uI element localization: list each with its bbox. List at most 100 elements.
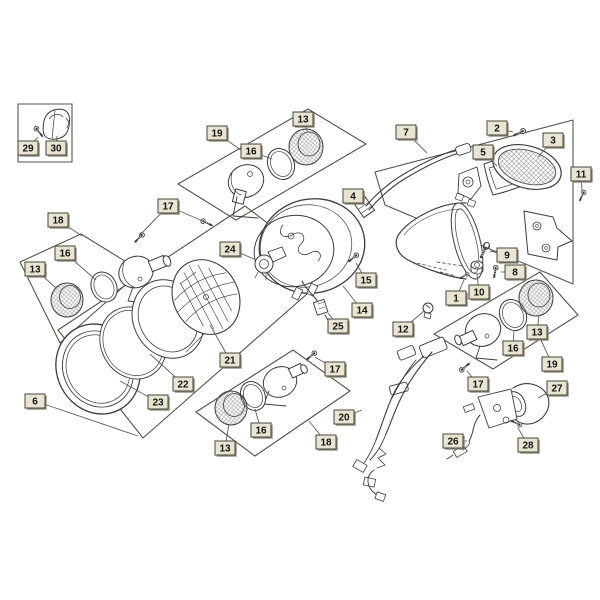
callout-20-number: 20: [338, 413, 350, 424]
callout-22[interactable]: 22: [149, 353, 195, 393]
callout-16-right[interactable]: 16: [502, 329, 525, 357]
callout-21[interactable]: 21: [209, 324, 242, 369]
callout-17-upper[interactable]: 17: [138, 198, 206, 237]
harness-connector: [396, 345, 417, 361]
callout-14[interactable]: 14: [342, 285, 374, 319]
callout-16-upper[interactable]: 16: [240, 143, 273, 160]
screw-17-icon: [303, 348, 319, 364]
bucket-wiring: [279, 224, 321, 262]
callout-5[interactable]: 5: [472, 144, 498, 167]
callout-1[interactable]: 1: [445, 279, 468, 307]
bulb-12-icon: [422, 302, 434, 314]
inset-box-outline: [17, 103, 73, 163]
callout-15[interactable]: 15: [355, 262, 378, 289]
callout-26[interactable]: 26: [442, 433, 467, 450]
callout-4-number: 4: [350, 192, 356, 203]
callout-7[interactable]: 7: [395, 124, 428, 154]
callout-12[interactable]: 12: [392, 310, 425, 338]
callout-24[interactable]: 24: [219, 241, 255, 260]
callout-8[interactable]: 8: [501, 264, 527, 281]
callout-11-number: 11: [576, 170, 587, 181]
taillight-group: [351, 126, 588, 280]
callout-16-right-number: 16: [507, 344, 519, 355]
callout-13-left-number: 13: [29, 265, 41, 276]
callout-23-number: 23: [152, 398, 164, 409]
callout-28[interactable]: 28: [517, 427, 540, 454]
turn-signal-left-group: [50, 230, 172, 318]
callout-2[interactable]: 2: [486, 120, 514, 137]
turn-signal-right-group: [454, 279, 554, 375]
callout-24-number: 24: [224, 245, 236, 256]
callout-3-number: 3: [550, 136, 556, 147]
callout-17-right-number: 17: [472, 380, 484, 391]
box-turn-signal-upper: [177, 108, 367, 221]
harness-plug: [362, 476, 377, 488]
screw-17-icon: [131, 230, 147, 246]
taillight-cone-housing: [395, 202, 467, 280]
headlight-stack-group: [55, 259, 241, 415]
callout-19-upper[interactable]: 19: [206, 125, 243, 152]
callout-23[interactable]: 23: [119, 380, 170, 411]
screw-8-icon: [490, 264, 500, 281]
signal-lens: [518, 279, 554, 317]
callout-30[interactable]: 30: [45, 135, 68, 157]
harness-plug: [352, 459, 368, 473]
callout-17-lower-number: 17: [329, 365, 341, 376]
callout-29[interactable]: 29: [17, 136, 40, 157]
screw-2-icon: [510, 126, 528, 140]
callout-30-number: 30: [50, 144, 62, 155]
signal-lens: [288, 128, 324, 166]
headlight-bucket-group: [253, 198, 366, 323]
callout-17-right[interactable]: 17: [466, 370, 490, 393]
callout-13-left[interactable]: 13: [24, 261, 57, 289]
box-taillight: [374, 119, 574, 285]
bulb-socket: [254, 254, 274, 274]
callout-17-lower[interactable]: 17: [314, 356, 347, 378]
callout-8-number: 8: [512, 268, 518, 279]
callout-5-number: 5: [480, 148, 486, 159]
callout-13-lower[interactable]: 13: [214, 423, 237, 457]
callout-9-number: 9: [504, 251, 510, 262]
callout-3[interactable]: 3: [537, 132, 565, 158]
callout-18-lower-number: 18: [320, 438, 332, 449]
callout-7-number: 7: [403, 128, 409, 139]
callout-13-right[interactable]: 13: [526, 314, 549, 341]
grommet: [455, 143, 472, 156]
signal-gasket: [90, 271, 118, 303]
callout-13-upper[interactable]: 13: [292, 111, 315, 132]
fastener-cluster: [422, 240, 500, 320]
callout-4[interactable]: 4: [342, 188, 365, 205]
callout-29-number: 29: [22, 144, 34, 155]
callout-16-lower-number: 16: [255, 426, 267, 437]
callout-13-right-number: 13: [531, 328, 543, 339]
callout-10[interactable]: 10: [468, 273, 491, 301]
callout-16-left[interactable]: 16: [54, 245, 97, 281]
callout-10-number: 10: [473, 288, 485, 299]
screw-11-icon: [576, 188, 588, 204]
lamp-bracket: [477, 388, 518, 429]
callout-19-right[interactable]: 19: [540, 339, 564, 373]
callout-12-number: 12: [397, 325, 409, 336]
callout-17-upper-number: 17: [162, 202, 174, 213]
callout-20[interactable]: 20: [333, 409, 363, 426]
callout-11[interactable]: 11: [570, 166, 593, 192]
callout-25[interactable]: 25: [327, 312, 350, 335]
callout-18-lower[interactable]: 18: [308, 420, 338, 451]
license-lamp-group: [446, 383, 550, 460]
wiring-harness-group: [352, 336, 448, 502]
callout-27[interactable]: 27: [537, 380, 569, 399]
callout-19-upper-number: 19: [211, 129, 223, 140]
screw-17-icon: [199, 217, 216, 229]
callout-18-left[interactable]: 18: [47, 212, 83, 237]
turn-signal-upper-group: [199, 128, 324, 229]
callout-16-upper-number: 16: [245, 147, 257, 158]
callout-9[interactable]: 9: [489, 247, 519, 264]
callout-26-number: 26: [447, 437, 459, 448]
callout-28-number: 28: [522, 441, 534, 452]
signal-lens: [214, 390, 248, 426]
callout-6[interactable]: 6: [24, 393, 139, 437]
callout-16-lower[interactable]: 16: [250, 408, 273, 439]
callout-6-number: 6: [32, 397, 38, 408]
